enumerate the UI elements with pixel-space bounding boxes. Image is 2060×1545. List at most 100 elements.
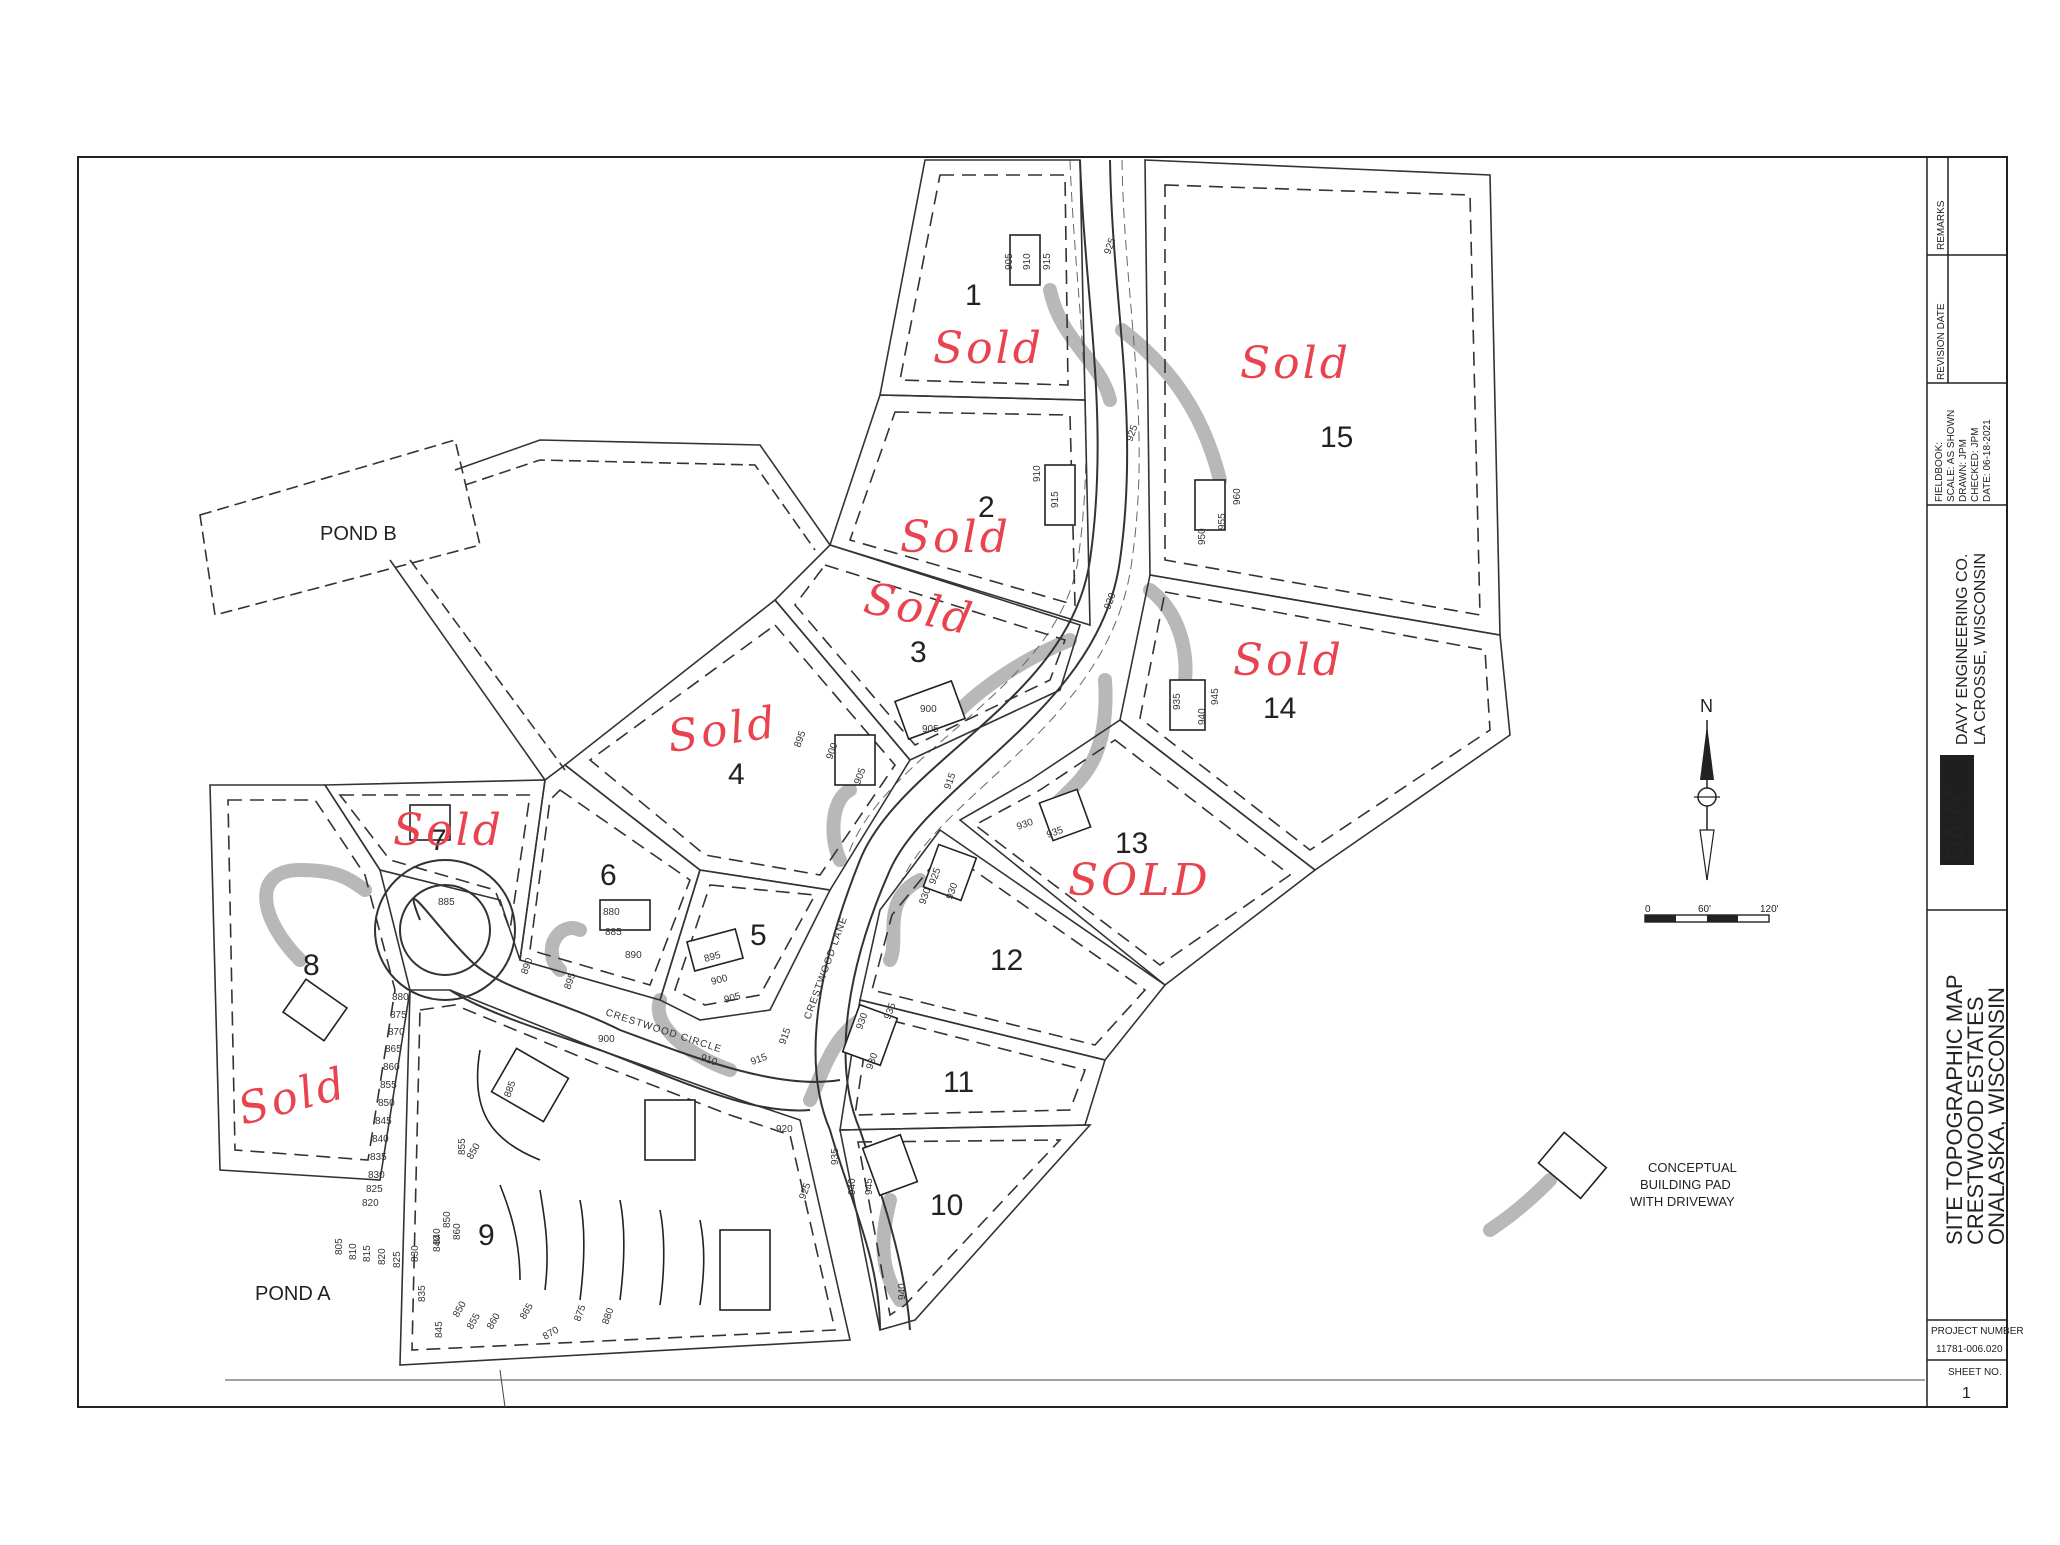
- svg-text:DAVY: DAVY: [1940, 790, 1970, 860]
- svg-text:825: 825: [392, 1251, 403, 1268]
- svg-text:900: 900: [920, 704, 937, 715]
- svg-text:60': 60': [1698, 904, 1711, 915]
- north-label: N: [1700, 696, 1713, 716]
- lot-7-sold: Sold: [393, 805, 504, 856]
- lot-13-sold: SOLD: [1068, 855, 1211, 906]
- lot-12-number: 12: [990, 944, 1023, 977]
- lot-5-number: 5: [750, 919, 767, 952]
- svg-text:945: 945: [1210, 688, 1221, 705]
- svg-text:CONCEPTUAL: CONCEPTUAL: [1648, 1160, 1737, 1175]
- svg-text:855: 855: [457, 1138, 468, 1155]
- svg-text:850: 850: [451, 1299, 469, 1319]
- conceptual-pad-note: CONCEPTUAL BUILDING PAD WITH DRIVEWAY: [1630, 1160, 1737, 1209]
- drawn-label: DRAWN: JPM: [1958, 439, 1969, 502]
- svg-text:935: 935: [1172, 693, 1183, 710]
- svg-text:940: 940: [897, 1283, 908, 1300]
- svg-text:890: 890: [519, 956, 535, 976]
- lot-11-number: 11: [943, 1066, 974, 1099]
- svg-text:915: 915: [1042, 253, 1053, 270]
- company-city: LA CROSSE, WISCONSIN: [1972, 553, 1989, 745]
- svg-text:870: 870: [541, 1325, 561, 1343]
- svg-text:865: 865: [518, 1301, 536, 1321]
- svg-text:870: 870: [388, 1027, 405, 1038]
- svg-text:885: 885: [438, 897, 455, 908]
- svg-text:915: 915: [749, 1052, 769, 1068]
- svg-text:940: 940: [847, 1178, 858, 1195]
- svg-text:825: 825: [366, 1184, 383, 1195]
- svg-text:905: 905: [723, 991, 742, 1006]
- svg-text:940: 940: [1197, 708, 1208, 725]
- lot-15-sold: Sold: [1240, 338, 1351, 389]
- lot-14-number: 14: [1263, 692, 1296, 725]
- svg-text:815: 815: [362, 1245, 373, 1262]
- svg-text:840: 840: [372, 1134, 389, 1145]
- checked-label: CHECKED: JPM: [1970, 428, 1981, 502]
- svg-text:860: 860: [485, 1311, 503, 1331]
- svg-text:895: 895: [703, 950, 722, 965]
- svg-text:915: 915: [777, 1026, 793, 1046]
- scale-bar: 0 60' 120': [1644, 904, 1779, 923]
- svg-text:875: 875: [390, 1010, 407, 1021]
- lot-2-sold: Sold: [900, 512, 1011, 563]
- svg-text:895: 895: [792, 729, 808, 749]
- lot-4-sold: Sold: [664, 697, 781, 763]
- svg-text:905: 905: [922, 724, 939, 735]
- svg-text:900: 900: [710, 973, 729, 988]
- svg-text:0: 0: [1645, 904, 1651, 915]
- svg-text:120': 120': [1760, 904, 1779, 915]
- svg-text:910: 910: [1032, 465, 1043, 482]
- svg-text:810: 810: [348, 1243, 359, 1260]
- title-line-3: ONALASKA, WISCONSIN: [1984, 987, 2009, 1245]
- lot-7-number: 7: [430, 824, 447, 857]
- svg-text:830: 830: [368, 1170, 385, 1181]
- svg-text:880: 880: [392, 992, 409, 1003]
- svg-text:900: 900: [598, 1034, 615, 1045]
- svg-text:960: 960: [1232, 488, 1243, 505]
- lot-6-number: 6: [600, 859, 617, 892]
- svg-text:915: 915: [1050, 491, 1061, 508]
- title-line-1: SITE TOPOGRAPHIC MAP: [1942, 974, 1967, 1245]
- svg-text:835: 835: [417, 1285, 428, 1302]
- svg-text:850: 850: [442, 1211, 453, 1228]
- svg-text:865: 865: [385, 1044, 402, 1055]
- building-pads: [281, 234, 1608, 1311]
- svg-text:905: 905: [1004, 253, 1015, 270]
- svg-text:890: 890: [625, 950, 642, 961]
- company-name: DAVY ENGINEERING CO.: [1954, 554, 1971, 745]
- lot-13-number: 13: [1115, 827, 1148, 860]
- svg-text:805: 805: [334, 1238, 345, 1255]
- pond-a-label: POND A: [255, 1283, 331, 1305]
- svg-text:WITH DRIVEWAY: WITH DRIVEWAY: [1630, 1194, 1735, 1209]
- svg-text:855: 855: [380, 1080, 397, 1091]
- lot-9-number: 9: [478, 1219, 495, 1252]
- svg-text:920: 920: [776, 1124, 793, 1135]
- scale-label: SCALE: AS SHOWN: [1946, 410, 1957, 502]
- sheet-label: SHEET NO.: [1948, 1367, 2002, 1378]
- title-block-text: REMARKS REVISION DATE FIELDBOOK: SCALE: …: [1931, 200, 2024, 1402]
- lot-14-sold: Sold: [1233, 635, 1344, 686]
- lot-numbers: 1 2 3 4 5 6 7 8 9 10 11 12 13 14 15: [303, 279, 1353, 1252]
- svg-text:840: 840: [432, 1235, 443, 1252]
- svg-text:935: 935: [830, 1148, 841, 1165]
- svg-text:880: 880: [603, 907, 620, 918]
- title-line-2: CRESTWOOD ESTATES: [1963, 996, 1988, 1245]
- svg-text:860: 860: [452, 1223, 463, 1240]
- svg-text:885: 885: [605, 927, 622, 938]
- sheet-number: 1: [1962, 1385, 1971, 1402]
- lot-2-number: 2: [978, 491, 995, 524]
- svg-text:955: 955: [1217, 513, 1228, 530]
- remarks-label: REMARKS: [1936, 200, 1947, 250]
- svg-text:835: 835: [370, 1152, 387, 1163]
- svg-text:880: 880: [600, 1306, 616, 1326]
- svg-text:840: 840: [432, 1228, 443, 1245]
- lot-1-sold: Sold: [933, 323, 1044, 374]
- svg-text:830: 830: [410, 1245, 421, 1262]
- lot9-contours: [476, 1049, 705, 1306]
- pond-b-label: POND B: [320, 523, 397, 545]
- svg-text:925: 925: [797, 1181, 813, 1201]
- lot-1-number: 1: [965, 279, 982, 312]
- svg-text:850: 850: [378, 1098, 395, 1109]
- svg-text:860: 860: [383, 1062, 400, 1073]
- lot-15-number: 15: [1320, 421, 1353, 454]
- svg-text:845: 845: [434, 1321, 445, 1338]
